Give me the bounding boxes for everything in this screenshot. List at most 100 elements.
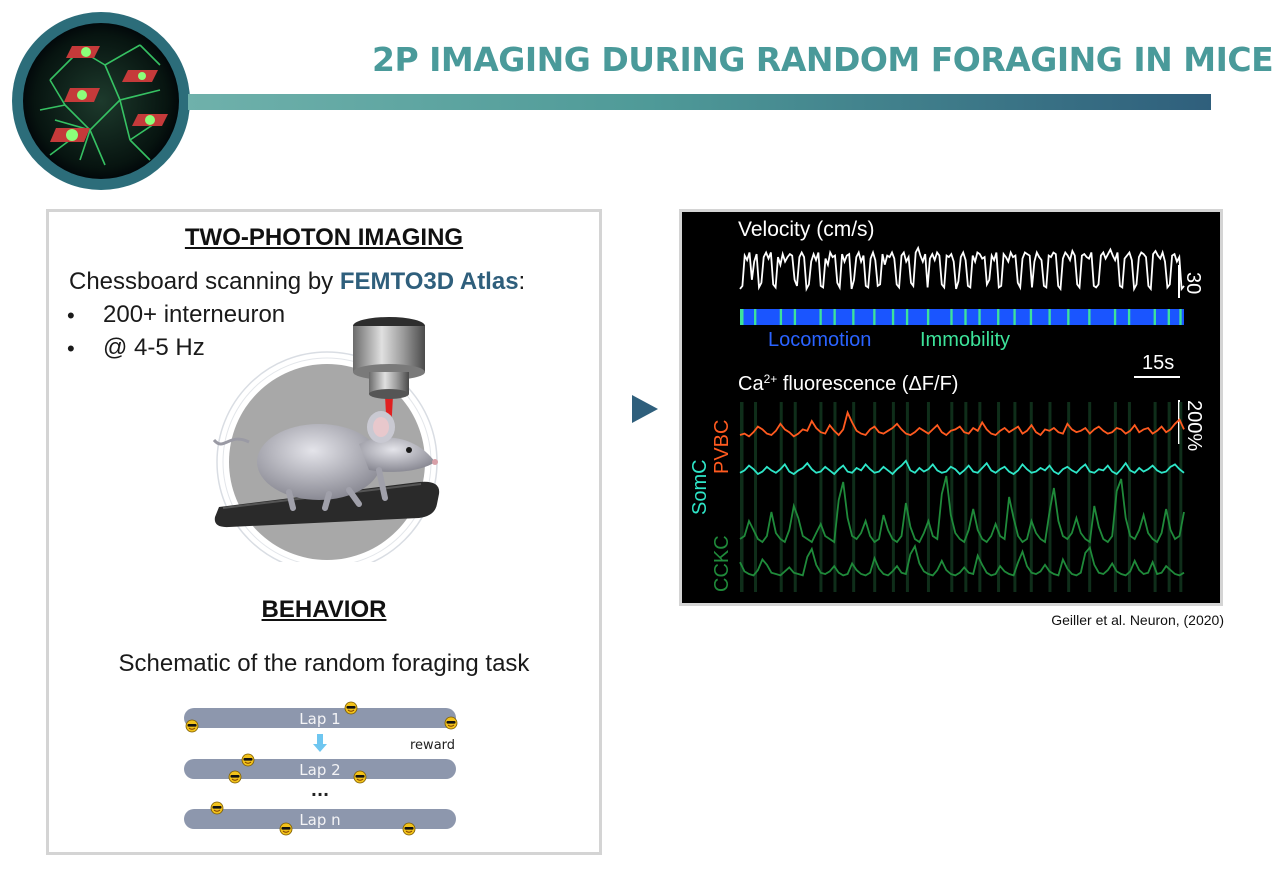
immobility-segment bbox=[1067, 309, 1070, 325]
immobility-segment bbox=[1048, 309, 1051, 325]
sunglasses-face-icon bbox=[353, 770, 367, 784]
immobility-shading bbox=[1067, 402, 1071, 592]
immobility-segment bbox=[873, 309, 876, 325]
immobility-segment bbox=[997, 309, 1000, 325]
trace-cckc bbox=[739, 475, 1185, 544]
immobility-segment bbox=[833, 309, 836, 325]
fluorescence-label-sup: 2+ bbox=[764, 372, 778, 386]
immobility-segment bbox=[1029, 309, 1033, 325]
page-title: 2P IMAGING DURING RANDOM FORAGING IN MIC… bbox=[372, 40, 1274, 79]
bullet-item: 200+ interneuron bbox=[103, 301, 286, 328]
immobility-segment bbox=[950, 309, 953, 325]
immobility-segment bbox=[779, 309, 783, 325]
immobility-shading bbox=[754, 402, 758, 592]
sunglasses-face-icon bbox=[241, 753, 255, 767]
immobility-shading bbox=[1013, 402, 1017, 592]
sunglasses-face-icon bbox=[228, 770, 242, 784]
immobility-shading bbox=[926, 402, 930, 592]
immobility-segment bbox=[964, 309, 967, 325]
behavior-caption: Schematic of the random foraging task bbox=[118, 650, 530, 677]
citation: Geiller et al. Neuron, (2020) bbox=[1051, 612, 1224, 628]
immobility-segment bbox=[740, 309, 744, 325]
immobility-shading bbox=[905, 402, 909, 592]
velocity-scale-label: 30 bbox=[1182, 272, 1204, 294]
chart-canvas: Velocity (cm/s) 30 Locomotion Immobility… bbox=[689, 218, 1205, 592]
lap-track bbox=[184, 708, 456, 728]
scan-suffix: : bbox=[518, 268, 526, 295]
sunglasses-face-icon bbox=[444, 716, 458, 730]
immobility-shading bbox=[793, 402, 797, 592]
velocity-trace bbox=[739, 245, 1185, 293]
lap-track bbox=[184, 809, 456, 829]
immobility-shading bbox=[779, 402, 783, 592]
locomotion-bar bbox=[740, 309, 1184, 325]
legend-immobility: Immobility bbox=[920, 329, 1010, 351]
immobility-shading bbox=[819, 402, 823, 592]
legend-locomotion: Locomotion bbox=[768, 329, 871, 351]
immobility-segment bbox=[926, 309, 930, 325]
immobility-segment bbox=[754, 309, 757, 325]
immobility-shading bbox=[1153, 402, 1157, 592]
immobility-segment bbox=[905, 309, 909, 325]
immobility-shading bbox=[873, 402, 877, 592]
foraging-task-schematic: Lap 1 Lap 2 Lap n reward ... bbox=[184, 701, 458, 836]
mouse-on-treadmill-icon bbox=[212, 317, 440, 562]
fluorescence-label-prefix: Ca bbox=[738, 373, 764, 395]
immobility-segment bbox=[852, 309, 855, 325]
immobility-shading bbox=[740, 402, 744, 592]
immobility-shading bbox=[1088, 402, 1092, 592]
scanning-description: Chessboard scanning by FEMTO3D Atlas: bbox=[69, 268, 525, 296]
velocity-label: Velocity (cm/s) bbox=[738, 218, 875, 241]
title-underline-bar bbox=[188, 94, 1211, 110]
lap-ellipsis: ... bbox=[311, 781, 329, 800]
immobility-segment bbox=[1179, 309, 1182, 325]
series-label-cckc: CCKC bbox=[711, 535, 733, 592]
immobility-segment bbox=[793, 309, 797, 325]
immobility-shading bbox=[1167, 402, 1171, 592]
immobility-shading bbox=[978, 402, 982, 592]
imaging-heading: TWO-PHOTON IMAGING bbox=[184, 224, 464, 251]
immobility-segment bbox=[978, 309, 981, 325]
immobility-shading bbox=[891, 402, 895, 592]
immobility-shading bbox=[1127, 402, 1131, 592]
immobility-shading bbox=[997, 402, 1001, 592]
immobility-shading bbox=[1029, 402, 1033, 592]
immobility-segment bbox=[1167, 309, 1170, 325]
play-arrow-icon bbox=[632, 395, 658, 423]
trace-somc bbox=[739, 459, 1185, 476]
trace-cckc-2 bbox=[739, 543, 1185, 577]
immobility-segment bbox=[1127, 309, 1131, 325]
lap-label: Lap 1 bbox=[299, 710, 340, 728]
bullet-dot: • bbox=[67, 336, 75, 361]
immobility-segment bbox=[1088, 309, 1091, 325]
scan-product-name: FEMTO3D Atlas bbox=[339, 268, 519, 295]
immobility-shading bbox=[1179, 402, 1183, 592]
immobility-shading bbox=[1048, 402, 1052, 592]
immobility-shading bbox=[833, 402, 837, 592]
immobility-shading bbox=[852, 402, 856, 592]
immobility-segment bbox=[1113, 309, 1117, 325]
series-label-somc: SomC bbox=[689, 459, 711, 515]
lap-label: Lap n bbox=[299, 811, 340, 829]
down-arrow-icon bbox=[313, 734, 327, 752]
series-label-pvbc: PVBC bbox=[711, 420, 733, 474]
immobility-shading bbox=[950, 402, 954, 592]
sunglasses-face-icon bbox=[344, 701, 358, 715]
sunglasses-face-icon bbox=[279, 822, 293, 836]
behavior-heading: BEHAVIOR bbox=[261, 596, 387, 623]
sunglasses-face-icon bbox=[185, 719, 199, 733]
fluorescence-label-suffix: fluorescence (ΔF/F) bbox=[777, 373, 958, 395]
immobility-segment bbox=[1153, 309, 1156, 325]
immobility-segment bbox=[819, 309, 822, 325]
immobility-shading bbox=[964, 402, 968, 592]
trace-pvbc bbox=[739, 409, 1185, 438]
lap-label: Lap 2 bbox=[299, 761, 340, 779]
bullet-dot: • bbox=[67, 303, 75, 328]
time-scale-label: 15s bbox=[1142, 352, 1174, 374]
calcium-imaging-chart: Velocity (cm/s) 30 Locomotion Immobility… bbox=[679, 209, 1223, 606]
reward-label: reward bbox=[410, 738, 455, 753]
scan-prefix: Chessboard scanning by bbox=[69, 268, 340, 295]
sunglasses-face-icon bbox=[402, 822, 416, 836]
immobility-segment bbox=[891, 309, 895, 325]
fluorescence-scale-label: 200% bbox=[1183, 400, 1205, 451]
